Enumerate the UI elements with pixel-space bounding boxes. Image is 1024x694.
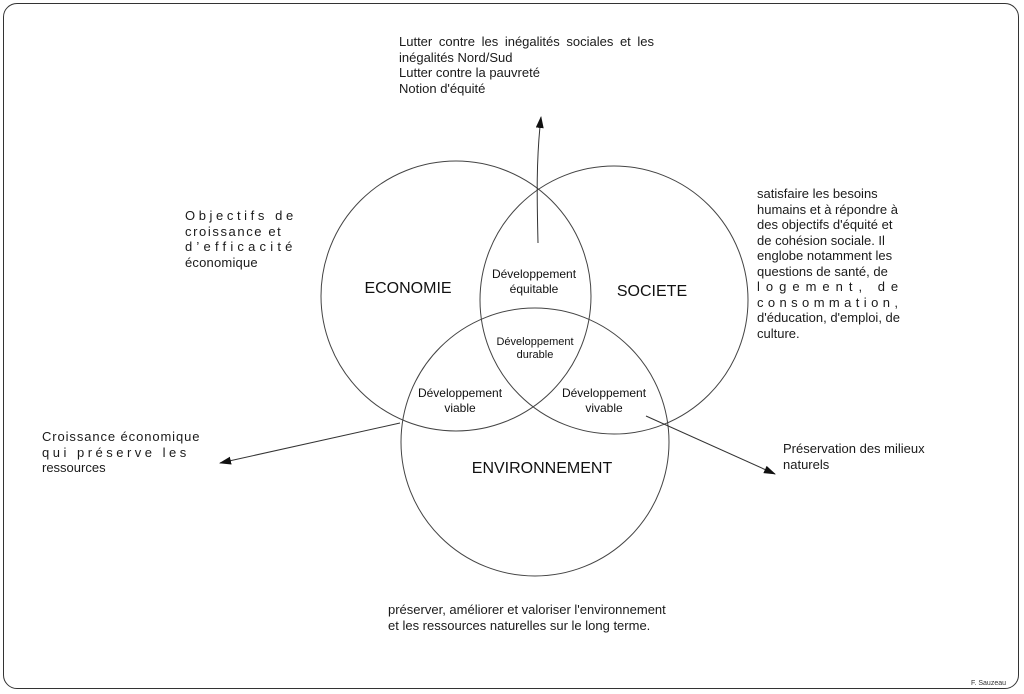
vivable-desc-line: Préservation des milieux [783, 441, 925, 456]
viable-desc-line: ressources [42, 460, 106, 475]
equitable-desc-line: Lutter contre les inégalités sociales et… [399, 34, 655, 49]
equitable-label-line2: équitable [510, 282, 559, 296]
environnement-desc-line: et les ressources naturelles sur le long… [388, 617, 651, 633]
viable-desc-line: Croissance économique [42, 429, 201, 444]
equitable-desc-line: Lutter contre la pauvreté [399, 65, 540, 80]
societe-desc-line: logement, de [757, 279, 905, 294]
vivable-label-line1: Développement [562, 386, 647, 400]
societe-desc-line: humains et à répondre à [757, 201, 898, 217]
environnement-circle [400, 307, 670, 577]
equitable-label-line1: Développement [492, 267, 577, 281]
economie-circle [320, 160, 592, 432]
viable-description: Croissance économique qui préserve les r… [42, 429, 212, 476]
viable-arrow [219, 422, 401, 465]
economie-desc-line: Objectifs de [185, 208, 297, 223]
societe-desc-line: de cohésion sociale. Il [757, 232, 885, 248]
durable-label-line1: Développement [496, 336, 573, 348]
equitable-desc-line: Notion d'équité [399, 80, 486, 96]
viable-label-line1: Développement [418, 386, 503, 400]
economie-desc-line: économique [185, 254, 258, 270]
environnement-label: ENVIRONNEMENT [472, 460, 613, 477]
equitable-description: Lutter contre les inégalités sociales et… [399, 34, 695, 96]
societe-desc-line: satisfaire les besoins [757, 186, 878, 201]
author-credit: F. Sauzeau [970, 680, 1006, 687]
societe-desc-line: des objectifs d'équité et [757, 217, 893, 232]
viable-label-line2: viable [444, 401, 476, 415]
vivable-desc-line: naturels [783, 456, 830, 472]
societe-desc-line: englobe notamment les [757, 248, 893, 263]
economie-label: ECONOMIE [364, 280, 451, 297]
economie-desc-line: d’efficacité [185, 239, 297, 254]
societe-desc-line: consommation, [757, 294, 903, 310]
vivable-description: Préservation des milieux naturels [783, 441, 953, 472]
societe-circle [479, 165, 749, 435]
vivable-label-line2: vivable [585, 401, 623, 415]
societe-desc-line: culture. [757, 325, 800, 341]
societe-desc-line: d'éducation, d'emploi, de [757, 310, 901, 325]
societe-desc-line: questions de santé, de [757, 263, 888, 279]
economie-desc-line: croissance et [185, 223, 283, 239]
durable-label-line2: durable [517, 349, 554, 361]
equitable-desc-line: inégalités Nord/Sud [399, 49, 513, 65]
viable-desc-line: qui préserve les [42, 444, 190, 460]
vivable-arrow [645, 415, 776, 475]
equitable-arrow [535, 116, 544, 244]
economie-description: Objectifs de croissance et d’efficacité … [185, 208, 312, 270]
page-frame [3, 3, 1019, 689]
societe-label: SOCIETE [617, 283, 687, 300]
societe-description: satisfaire les besoins humains et à répo… [757, 186, 919, 341]
environnement-description: préserver, améliorer et valoriser l'envi… [388, 602, 718, 633]
environnement-desc-line: préserver, améliorer et valoriser l'envi… [388, 602, 666, 617]
